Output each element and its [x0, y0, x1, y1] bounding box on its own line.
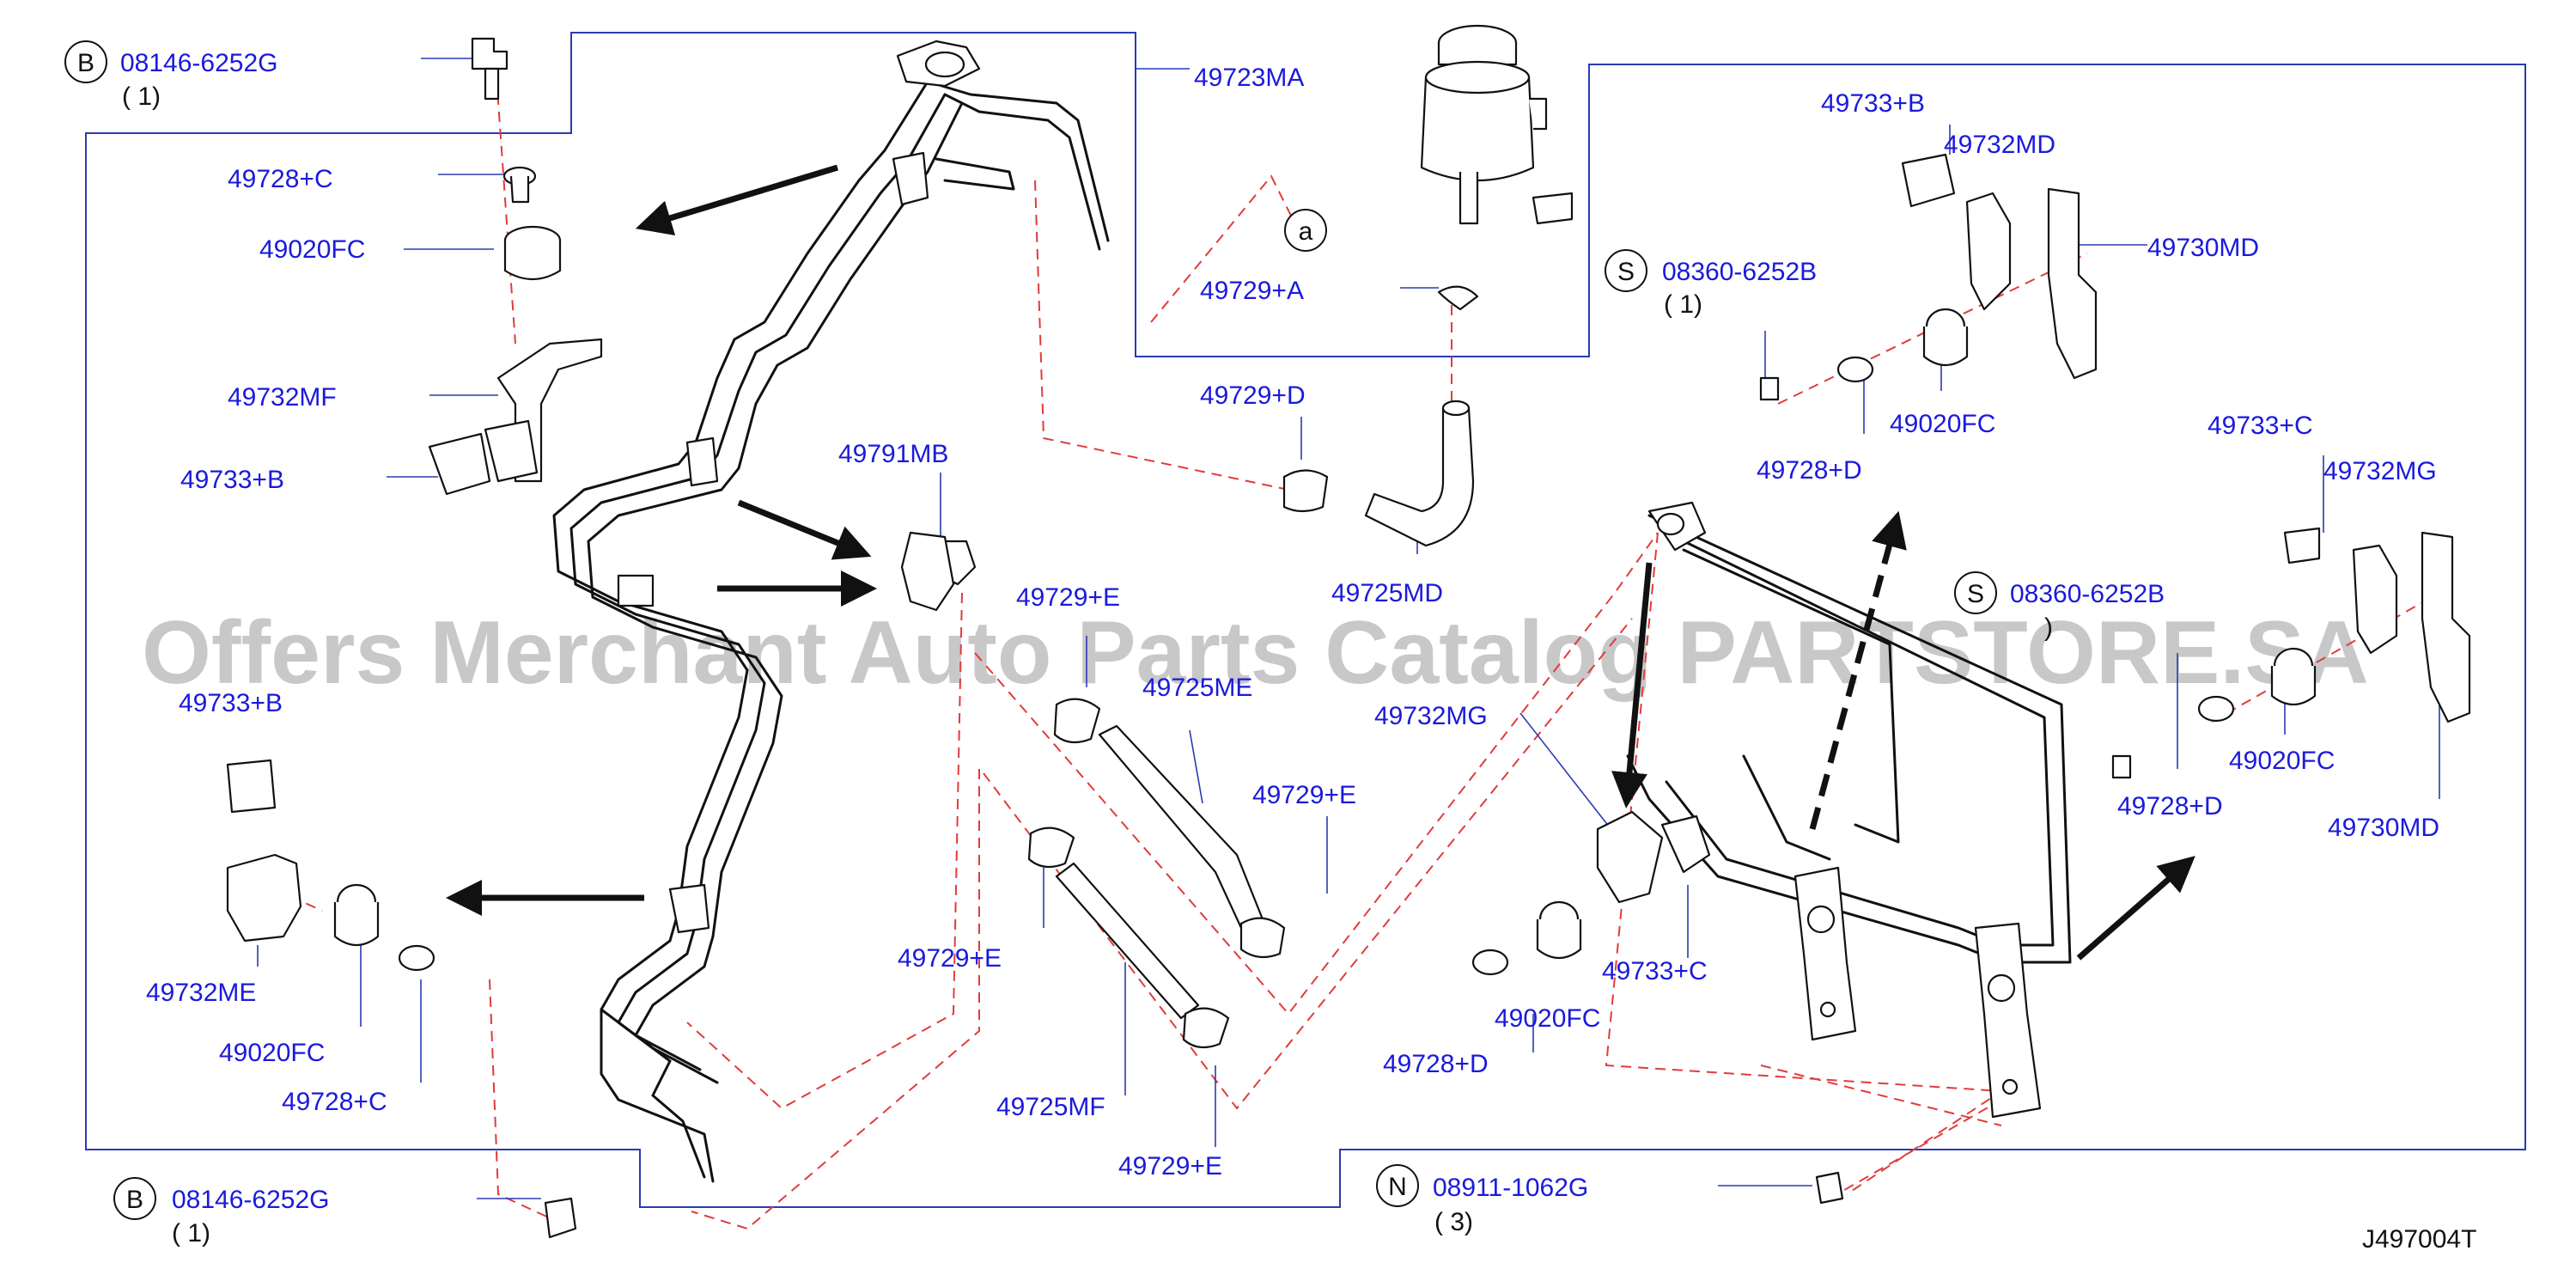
label-s-mid: 08360-6252B: [2010, 580, 2165, 608]
qty-s-top: ( 1): [1664, 290, 1702, 319]
qty-b-bottom: ( 1): [172, 1219, 210, 1248]
label-49732MG-right: 49732MG: [2323, 457, 2437, 485]
label-49725ME: 49725ME: [1142, 674, 1252, 702]
ref-circles: B a B S S N: [64, 40, 1997, 1220]
ref-letter-a: a: [1299, 217, 1313, 246]
label-49020FC-left: 49020FC: [219, 1039, 325, 1067]
small-parts: [226, 37, 2471, 1239]
label-49020FC-right: 49020FC: [1890, 410, 1995, 438]
pipe-assembly-left: [552, 40, 1110, 1183]
watermark-text: Offers Merchant Auto Parts Catalog PARTS…: [142, 603, 2369, 703]
label-49729E-2: 49729+E: [1252, 781, 1356, 809]
label-49728D-mid: 49728+D: [1383, 1050, 1489, 1078]
label-49733B-left: 49733+B: [179, 689, 283, 717]
label-49730MD-bottom: 49730MD: [2328, 814, 2439, 842]
bolt-ref-letter-b-bottom: B: [126, 1186, 143, 1214]
label-49728D-far: 49728+D: [2117, 792, 2223, 821]
label-49729E-3: 49729+E: [898, 944, 1002, 973]
nut-ref-circle-n: [1376, 1164, 1419, 1207]
label-49020FC-mid: 49020FC: [1495, 1004, 1600, 1033]
label-nut-part: 08911-1062G: [1433, 1174, 1588, 1202]
label-49728D-right: 49728+D: [1757, 456, 1862, 485]
label-49729E-4: 49729+E: [1118, 1152, 1222, 1180]
label-49733B-top: 49733+B: [180, 466, 284, 494]
qty-b-top: ( 1): [122, 82, 161, 111]
label-49725MD: 49725MD: [1331, 579, 1443, 607]
label-49723MA: 49723MA: [1194, 64, 1304, 92]
screw-ref-circle-s-mid: [1954, 571, 1997, 614]
boundary-lines: [85, 32, 2526, 1208]
center-hoses: [900, 285, 1479, 1049]
label-49728C-top: 49728+C: [228, 165, 333, 193]
label-49730MD-top: 49730MD: [2147, 234, 2259, 262]
label-49732MG-mid: 49732MG: [1374, 702, 1488, 730]
direction-arrows: [446, 164, 2195, 961]
screw-ref-letter-s-top: S: [1617, 258, 1635, 286]
label-49020FC-top: 49020FC: [259, 235, 365, 264]
bolt-ref-circle-b-top: [64, 40, 107, 83]
bolt-ref-circle-b-bottom: [113, 1177, 156, 1220]
label-49733B-right: 49733+B: [1821, 89, 1925, 118]
label-49728C-bottom: 49728+C: [282, 1088, 387, 1116]
screw-ref-circle-s-top: [1605, 249, 1647, 292]
label-49733C-mid: 49733+C: [1602, 957, 1708, 985]
label-49732MD: 49732MD: [1944, 131, 2055, 159]
label-b-bottom: 08146-6252G: [172, 1186, 330, 1214]
label-49791MB: 49791MB: [838, 440, 948, 468]
qty-s-mid: ): [2044, 613, 2053, 642]
label-49733C-right: 49733+C: [2208, 412, 2313, 440]
reservoir-tank: [1420, 24, 1574, 225]
screw-ref-letter-s-mid: S: [1967, 580, 1984, 608]
cooler-assembly: [1626, 501, 2072, 1119]
label-s-top: 08360-6252B: [1662, 258, 1817, 286]
label-49729E-1: 49729+E: [1016, 583, 1120, 612]
diagram-code: J497004T: [2362, 1225, 2476, 1254]
label-49725MF: 49725MF: [996, 1093, 1105, 1121]
label-49729A: 49729+A: [1200, 277, 1304, 305]
label-b-top: 08146-6252G: [120, 49, 278, 77]
part-labels: 08146-6252G ( 1) 49723MA 49728+C 49020FC…: [120, 49, 2476, 1254]
label-49732MF: 49732MF: [228, 383, 337, 412]
bolt-ref-letter-b-top: B: [77, 49, 94, 77]
label-49732ME: 49732ME: [146, 979, 256, 1007]
ref-circle-a: [1284, 209, 1327, 252]
label-49729D: 49729+D: [1200, 381, 1306, 410]
nut-ref-letter-n: N: [1388, 1173, 1407, 1201]
label-49020FC-far: 49020FC: [2229, 747, 2335, 775]
qty-nut: ( 3): [1434, 1208, 1473, 1236]
